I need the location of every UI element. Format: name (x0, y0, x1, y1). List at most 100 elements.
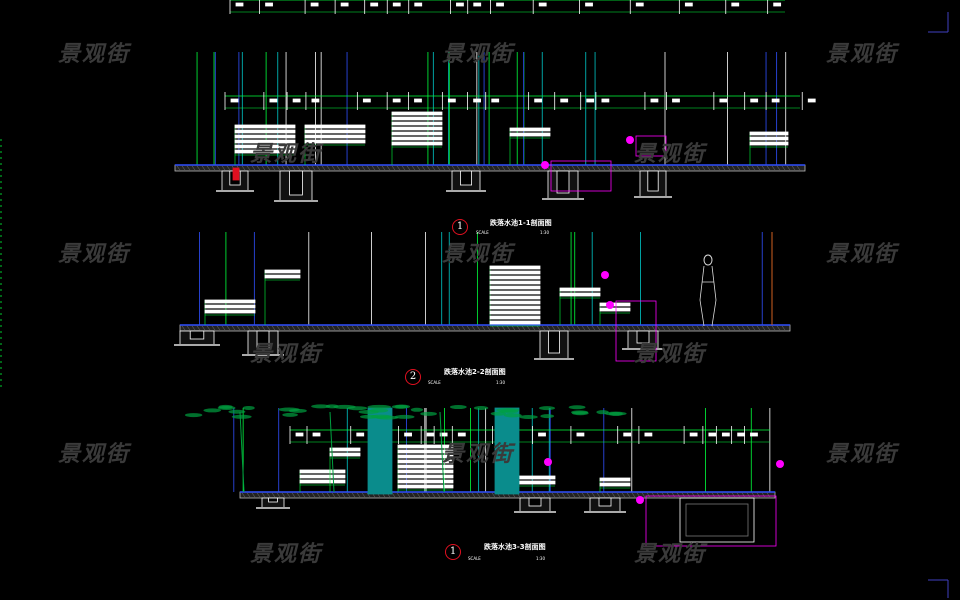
hatch (211, 165, 216, 171)
annotation-text (234, 134, 296, 139)
hatch (256, 325, 261, 331)
annotation-text (489, 295, 541, 300)
hatch (436, 165, 441, 171)
hatch (236, 325, 241, 331)
watermark: 景观街 (826, 442, 899, 467)
hatch (641, 325, 646, 331)
hatch (376, 165, 381, 171)
watermark: 景观街 (634, 342, 707, 367)
tree-canopy (231, 414, 252, 419)
hatch (601, 165, 606, 171)
hatch (531, 492, 536, 498)
annotation-text (397, 469, 454, 474)
watermark: 景观街 (442, 242, 515, 267)
hatch (181, 165, 186, 171)
watermark: 景观街 (634, 542, 707, 567)
hatch (381, 165, 386, 171)
elevation-marker (776, 460, 784, 468)
hatch (506, 165, 511, 171)
dimension-text (773, 2, 782, 7)
hatch (461, 325, 466, 331)
dimension-text (473, 98, 481, 103)
hatch (476, 492, 481, 498)
hatch (411, 325, 416, 331)
tree-canopy (499, 409, 519, 414)
hatch (406, 325, 411, 331)
hatch (411, 492, 416, 498)
hatch (791, 165, 796, 171)
elevation-marker (606, 301, 614, 309)
hatch (301, 492, 306, 498)
hatch (781, 165, 786, 171)
annotation-text (489, 315, 541, 320)
hatch (316, 325, 321, 331)
hatch (761, 165, 766, 171)
dimension-text (538, 2, 547, 7)
hatch (761, 325, 766, 331)
dimension-text (650, 98, 659, 103)
annotation-text (329, 447, 361, 452)
annotation-text (299, 474, 346, 479)
annotation-text (397, 454, 454, 459)
hatch (726, 165, 731, 171)
hatch (386, 165, 391, 171)
section-3-scale: 1:30 (536, 556, 545, 561)
hatch (326, 325, 331, 331)
dimension-text (456, 2, 464, 7)
hatch (306, 325, 311, 331)
hatch (521, 325, 526, 331)
dimension-text (392, 98, 401, 103)
pool-basin (679, 497, 755, 543)
hatch (341, 325, 346, 331)
hatch (331, 165, 336, 171)
hatch (406, 492, 411, 498)
hatch (276, 492, 281, 498)
hatch (776, 325, 781, 331)
pit (528, 497, 542, 507)
hatch (246, 165, 251, 171)
hatch (566, 325, 571, 331)
hatch (341, 165, 346, 171)
hatch (466, 325, 471, 331)
hatch (336, 492, 341, 498)
hatch (376, 325, 381, 331)
hatch (606, 325, 611, 331)
elevation-marker (626, 136, 634, 144)
watermark: 景观街 (250, 342, 323, 367)
hatch (666, 165, 671, 171)
hatch (546, 492, 551, 498)
hatch (296, 492, 301, 498)
hatch (226, 165, 231, 171)
hatch (441, 165, 446, 171)
hatch (276, 165, 281, 171)
tree-canopy (228, 409, 246, 414)
hatch (286, 325, 291, 331)
hatch (286, 492, 291, 498)
hatch (516, 165, 521, 171)
annotation-text (391, 121, 443, 126)
tree-canopy (568, 405, 586, 410)
hatch (556, 165, 561, 171)
section-2-title: 跌落水池2-2剖面图 (444, 368, 506, 376)
hatch (371, 325, 376, 331)
hatch (611, 325, 616, 331)
hatch (676, 165, 681, 171)
hatch (481, 325, 486, 331)
pit (459, 170, 472, 186)
annotation-text (391, 111, 443, 116)
annotation-text (599, 302, 631, 307)
pool-inner (685, 503, 749, 537)
annotation-text (489, 290, 541, 295)
hatch (421, 492, 426, 498)
hatch (476, 325, 481, 331)
detail-box (550, 160, 612, 192)
hatch (581, 165, 586, 171)
hatch (596, 165, 601, 171)
hatch (656, 165, 661, 171)
hatch (346, 325, 351, 331)
annotation-text (304, 124, 366, 129)
dimension-text (356, 432, 365, 437)
hatch (406, 165, 411, 171)
annotation-text (304, 134, 366, 139)
